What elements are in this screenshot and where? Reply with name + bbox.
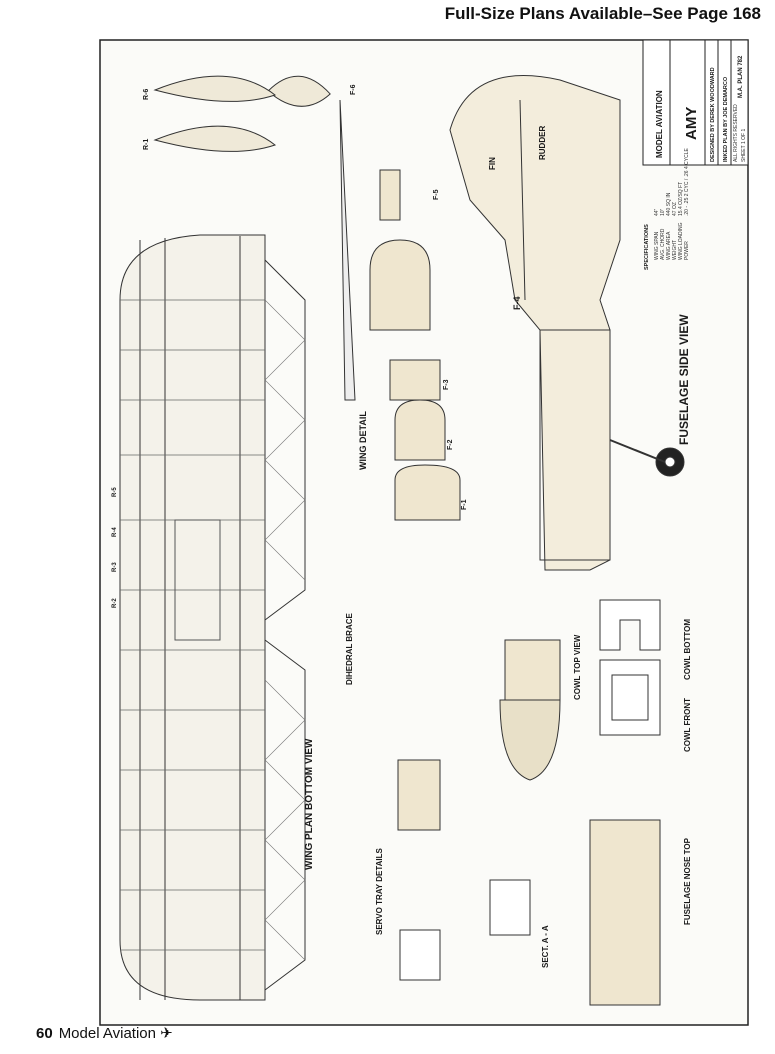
spec-label: POWER — [684, 241, 690, 260]
rib-station-label: R-4 — [112, 527, 118, 537]
fuselage-side-label: FUSELAGE SIDE VIEW — [677, 314, 691, 445]
former-label: F-5 — [433, 189, 440, 200]
sheet: SHEET 1 OF 1 — [741, 129, 747, 162]
plane-name: AMY — [683, 107, 700, 140]
wing-detail-formers — [339, 99, 461, 521]
spec-label: WING LOADING — [678, 222, 684, 260]
spec-value: .20 - .25 2 CYC / .26 4 CYCLE — [684, 148, 690, 216]
wing-plan — [119, 234, 306, 1001]
spec-label: AVG. CHORD — [660, 228, 666, 260]
cowl-top-label: COWL TOP VIEW — [573, 634, 582, 700]
spec-label: WEIGHT — [672, 240, 678, 260]
servo-tray-label: SERVO TRAY DETAILS — [375, 848, 384, 936]
spec-label: WING SPAN — [654, 231, 660, 260]
former-label: F-6 — [350, 84, 357, 95]
page-number: 60 — [36, 1025, 53, 1042]
spec-value: 15.4 OZ/SQ FT — [678, 182, 684, 216]
rudder-label: RUDDER — [538, 126, 547, 160]
former-label: F-1 — [461, 499, 468, 510]
spec-title: SPECIFICATIONS — [644, 224, 650, 270]
rib-station-label: R-5 — [112, 487, 118, 497]
publisher-label: MODEL AVIATION — [655, 90, 664, 158]
airplane-icon: ✈ — [160, 1025, 173, 1042]
designer: DESIGNED BY DEREK WOODWARD — [710, 67, 716, 162]
spec-value: 44" — [654, 208, 660, 216]
spec-label: WING AREA — [666, 231, 672, 260]
plan-number: M.A. PLAN 782 — [738, 55, 744, 98]
footer: 60 Model Aviation ✈ — [36, 1024, 173, 1042]
sect-aa-label: SECT. A - A — [541, 925, 550, 968]
magazine-name: Model Aviation — [58, 1025, 156, 1042]
spec-value: 10" — [660, 208, 666, 216]
former-label: F-3 — [443, 379, 450, 390]
dihedral-label: DIHEDRAL BRACE — [345, 612, 354, 685]
former-label: F-4 — [512, 297, 522, 311]
spec-value: 440 SQ IN — [666, 192, 672, 216]
nose-top-label: FUSELAGE NOSE TOP — [683, 837, 692, 925]
rib-label: R-1 — [143, 139, 150, 150]
inker: INKED PLAN BY JOE DEMARCO — [723, 76, 729, 162]
wing-detail-label: WING DETAIL — [358, 411, 368, 470]
airfoil-sections — [153, 75, 331, 152]
cowl-bottom-label: COWL BOTTOM — [683, 619, 692, 680]
title-block: MODEL AVIATION AMY DESIGNED BY DEREK WOO… — [642, 39, 749, 166]
rib-station-label: R-3 — [112, 562, 118, 572]
spec-value: 47 OZ — [672, 202, 678, 216]
former-label: F-2 — [447, 439, 454, 450]
wing-plan-label: WING PLAN BOTTOM VIEW — [304, 738, 315, 870]
header-text: Full-Size Plans Available–See Page 168 — [444, 4, 761, 23]
fuselage-side — [449, 75, 685, 571]
rights: ALL RIGHTS RESERVED — [733, 104, 739, 162]
rib-station-label: R-2 — [112, 598, 118, 608]
cowl-drawings — [397, 599, 661, 1006]
rib-label: R-6 — [143, 89, 150, 100]
specifications: SPECIFICATIONS WING SPAN 44" AVG. CHORD … — [644, 148, 690, 270]
cowl-front-label: COWL FRONT — [683, 698, 692, 752]
fin-label: FIN — [488, 157, 497, 170]
